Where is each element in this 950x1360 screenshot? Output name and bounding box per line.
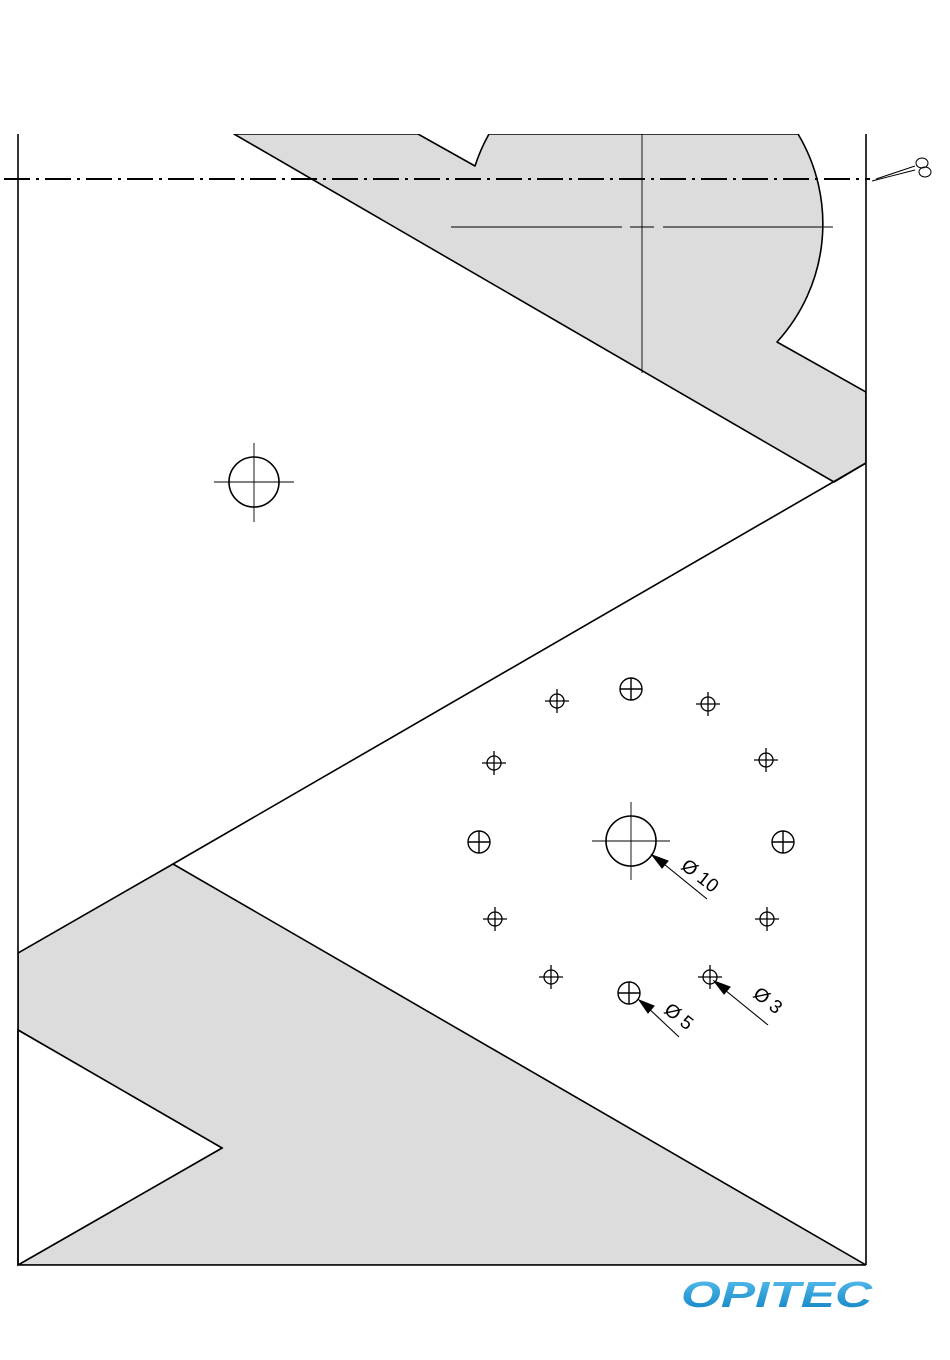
lower-shaded-band <box>18 864 866 1265</box>
upper-hole <box>214 443 294 522</box>
hole-d5 <box>468 831 490 853</box>
middle-diagonal-line <box>173 463 866 864</box>
shaded-parts <box>18 134 866 1265</box>
logo-text: OPITEC <box>681 1274 873 1315</box>
hole-d5 <box>772 831 794 853</box>
center-hole-d10 <box>592 802 670 880</box>
hole-pattern <box>468 678 794 1004</box>
upper-shaded-band <box>234 134 866 482</box>
hole-d3 <box>696 692 720 716</box>
hole-d3 <box>482 751 506 775</box>
hole-d5 <box>618 982 640 1004</box>
hole-d3 <box>483 907 507 931</box>
dim-label-d5: Ø 5 <box>660 999 697 1034</box>
scissors-icon <box>872 158 931 181</box>
hole-d3 <box>755 907 779 931</box>
dim-label-d10: Ø 10 <box>677 855 722 897</box>
hole-d3 <box>754 748 778 772</box>
hole-d3 <box>545 689 569 713</box>
opitec-logo: OPITEC <box>681 1274 873 1315</box>
hole-d5 <box>620 678 642 700</box>
hole-d3 <box>539 965 563 989</box>
